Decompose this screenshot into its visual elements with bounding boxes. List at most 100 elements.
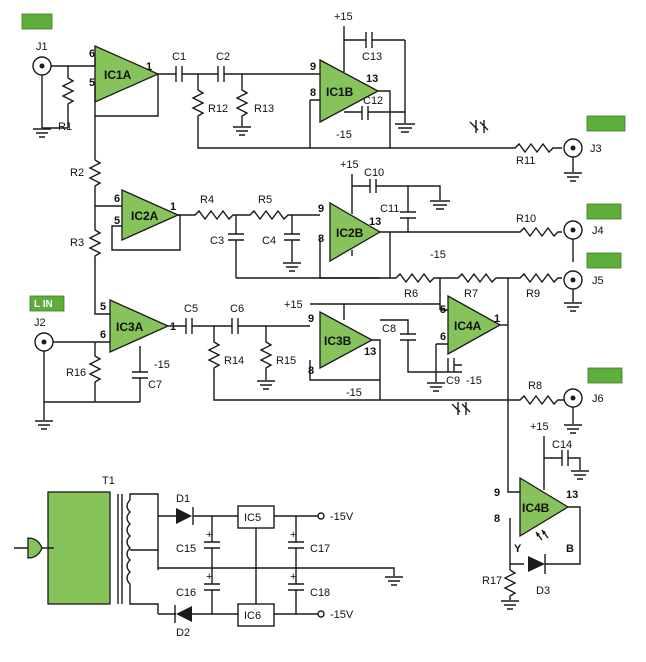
resistor-r16-label: R16 [66,367,86,379]
supply-label: -15 [430,249,446,261]
resistor-r12-label: R12 [208,103,228,115]
pin-label: 5 [114,215,120,227]
pin-label: 9 [308,313,314,325]
cap-c6-label: C6 [230,303,244,315]
supply-label: +15 [334,11,353,23]
led-pin-y: Y [514,543,522,555]
transformer-label: T1 [102,475,115,487]
cap-c10-label: C10 [364,167,384,179]
supply-label: +15 [340,159,359,171]
cap-c8-label: C8 [382,323,396,335]
cap-c11-label: C11 [380,203,399,215]
plus-sign: + [206,571,212,583]
supply-label: -15 [336,129,352,141]
opamp-ic4b-label: IC4B [522,501,550,515]
pin-label: 8 [310,87,316,99]
diode-d2-label: D2 [176,627,190,639]
jack-j4-label: J4 [592,225,604,237]
cap-c12-label: C12 [363,95,383,107]
diode-d2 [176,606,192,622]
pin-label: 6 [100,329,106,341]
led-d3-label: D3 [536,585,550,597]
resistor-r17-label: R17 [482,575,502,587]
pin-label: 9 [310,61,316,73]
jack-j3-tag [586,115,626,132]
cap-c17-label: C17 [310,543,330,555]
cap-c5-label: C5 [184,303,198,315]
pin-label: 1 [494,313,500,325]
jack-j2-label: J2 [34,317,46,329]
pin-label: 5 [100,301,106,313]
plus-sign: + [206,529,212,541]
cap-c14-label: C14 [552,439,572,451]
regulator-ic5-label: IC5 [244,512,261,524]
plus-sign: + [290,571,296,583]
resistor-r9-label: R9 [526,288,540,300]
pin-label: 1 [170,201,176,213]
cap-c15-label: C15 [176,543,196,555]
jack-j5-tag [586,252,622,269]
terminal [317,610,325,618]
regulator-ic6-label: IC6 [244,610,261,622]
cap-c1-label: C1 [172,51,186,63]
ac-plug [27,537,43,559]
resistor-r1-label: R1 [58,121,72,133]
supply-output-top: -15V [330,511,354,523]
pin-label: 13 [369,216,381,228]
terminal [317,512,325,520]
cap-c9-label: C9 [446,375,460,387]
opamp-ic4a [447,294,502,356]
resistor-r15-label: R15 [276,355,296,367]
pin-label: 8 [318,233,324,245]
pin-label: 6 [89,48,95,60]
opamp-ic2b [329,201,382,263]
pin-label: 6 [114,193,120,205]
opamp-ic1b [319,58,380,124]
resistor-r14-label: R14 [224,355,244,367]
resistor-r2-label: R2 [70,167,84,179]
pin-label: 13 [366,73,378,85]
pin-label: 6 [440,331,446,343]
pin-label: 5 [89,77,95,89]
transformer-primary [47,491,111,605]
plus-sign: + [290,529,296,541]
pin-label: 1 [170,321,176,333]
opamp-ic1b-label: IC1B [326,85,354,99]
cap-c4-label: C4 [262,235,276,247]
diode-d1-label: D1 [176,493,190,505]
cap-c2-label: C2 [216,51,230,63]
opamp-ic4b [519,476,570,538]
input-tag-label: L IN [34,299,53,310]
opamp-ic3a-label: IC3A [116,320,144,334]
pin-label: 13 [364,346,376,358]
resistor-r10-label: R10 [516,213,536,225]
opamp-ic2a [121,188,180,242]
pin-label: 13 [566,489,578,501]
resistor-r5-label: R5 [258,194,272,206]
cap-c13-label: C13 [362,51,382,63]
resistor-r7-label: R7 [464,288,478,300]
opamp-ic3b [319,310,374,370]
cap-c7-label: C7 [148,379,162,391]
led-pin-b: B [566,543,574,555]
opamp-ic3a [109,298,170,354]
resistor-r4-label: R4 [200,194,214,206]
jack-j1-label: J1 [36,41,48,53]
supply-label: +15 [284,299,303,311]
jack-j3-label: J3 [590,143,602,155]
resistor-r11-label: R11 [516,155,535,167]
opamp-ic1a-label: IC1A [104,68,132,82]
supply-label: +15 [530,421,549,433]
opamp-ic4a-label: IC4A [454,319,482,333]
cap-c18-label: C18 [310,587,330,599]
opamp-ic1a [94,44,160,104]
supply-output-bottom: -15V [330,609,354,621]
pin-label: 8 [494,513,500,525]
pin-label: 9 [318,203,324,215]
cap-c16-label: C16 [176,587,196,599]
jack-j5-label: J5 [592,275,604,287]
jack-j1-tag [21,13,53,30]
diode-d1 [176,508,192,524]
jack-j6-label: J6 [592,393,604,405]
